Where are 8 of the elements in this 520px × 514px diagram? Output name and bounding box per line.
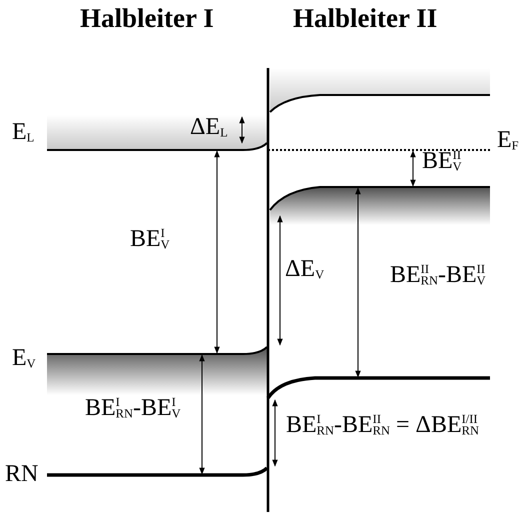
energy-label: E$_{L}$ <box>12 119 34 146</box>
energy-label: ΔE$_{L}$ <box>190 114 228 140</box>
energy-label: ΔE$_{V}$ <box>285 256 324 282</box>
energy-label: E$_{F}$ <box>497 127 519 154</box>
heading: Halbleiter I <box>80 4 214 34</box>
energy-label: E$_{V}$ <box>12 345 36 372</box>
energy-label: RN <box>5 461 38 488</box>
heading: Halbleiter II <box>293 4 438 34</box>
